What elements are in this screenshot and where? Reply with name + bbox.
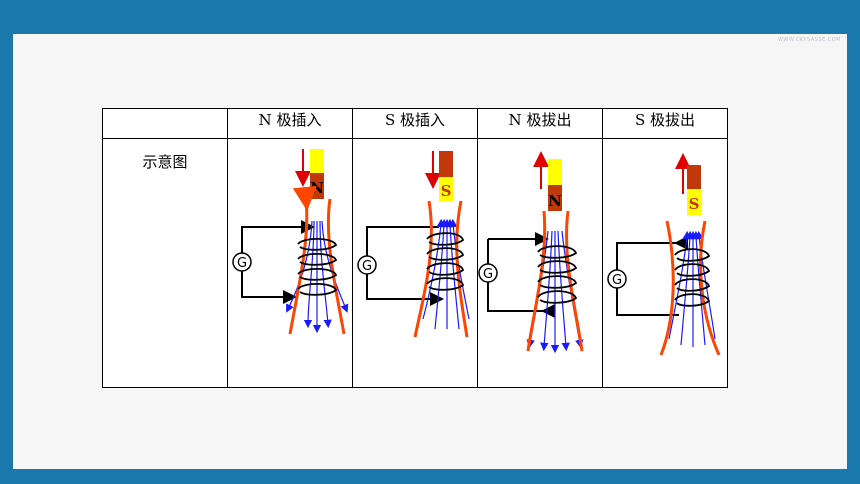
diagram-row: 示意图 N G (102, 138, 728, 388)
galvanometer-icon (607, 269, 627, 289)
comparison-table: N 极插入 S 极插入 N 极拔出 S 极拔出 示意图 (102, 108, 728, 388)
magnet-label: S (689, 195, 700, 213)
galvanometer-label: G (483, 267, 493, 282)
coil (674, 248, 711, 307)
magnet-label: S (441, 182, 452, 200)
coil (537, 245, 578, 304)
field-line-right (565, 210, 584, 352)
header-cell-n-insert: N 极插入 (227, 108, 353, 139)
magnet-top (439, 151, 453, 177)
field-line-left (288, 185, 317, 335)
header-cell-n-withdraw: N 极拔出 (477, 108, 603, 139)
header-cell-s-insert: S 极插入 (352, 108, 478, 139)
watermark: WWW.CKYSASSE.COM (777, 37, 841, 43)
diagram-cell-s-withdraw: S G (602, 138, 728, 388)
induction-diagram-s-withdraw: S G (607, 153, 721, 356)
galvanometer-icon (478, 263, 498, 283)
diagram-cell-n-insert: N G (227, 138, 353, 388)
galvanometer-icon (232, 252, 252, 272)
induction-diagram-n-withdraw: N G (478, 151, 584, 354)
galvanometer-label: G (362, 259, 372, 274)
magnet-bottom (439, 177, 453, 201)
magnet-label: N (310, 179, 324, 197)
field-line-left (526, 210, 547, 352)
slide: WWW.CKYSASSE.COM N 极插入 S 极插入 N 极拔出 S 极拔出… (13, 34, 847, 469)
induction-diagram-n-insert: N G (232, 149, 349, 335)
header-row: N 极插入 S 极插入 N 极拔出 S 极拔出 (102, 108, 728, 139)
field-line-right (326, 198, 346, 335)
magnet-top (687, 165, 701, 189)
coil (426, 232, 465, 291)
magnet-bottom (687, 189, 701, 215)
diagram-cell-n-withdraw: N G (477, 138, 603, 388)
induction-diagram-s-insert: S G (357, 151, 470, 338)
diagram-cell-s-insert: S G (352, 138, 478, 388)
magnet-label: N (548, 192, 562, 210)
coil (297, 237, 338, 296)
field-line-left (659, 220, 675, 356)
row-label: 示意图 (142, 153, 188, 171)
header-cell-s-withdraw: S 极拔出 (602, 108, 728, 139)
field-line-left (413, 200, 433, 338)
magnet-top (548, 159, 562, 185)
magnet-bottom (548, 185, 562, 211)
wire-bottom (487, 239, 555, 318)
galvanometer-icon (357, 255, 377, 275)
field-line-right (699, 220, 721, 356)
galvanometer-label: G (237, 256, 247, 271)
magnet-top (310, 149, 324, 173)
header-cell-empty (102, 108, 228, 139)
field-lines-blue (286, 220, 349, 334)
field-lines-blue (422, 218, 470, 330)
row-label-cell: 示意图 (102, 138, 228, 388)
galvanometer-label: G (612, 273, 622, 288)
